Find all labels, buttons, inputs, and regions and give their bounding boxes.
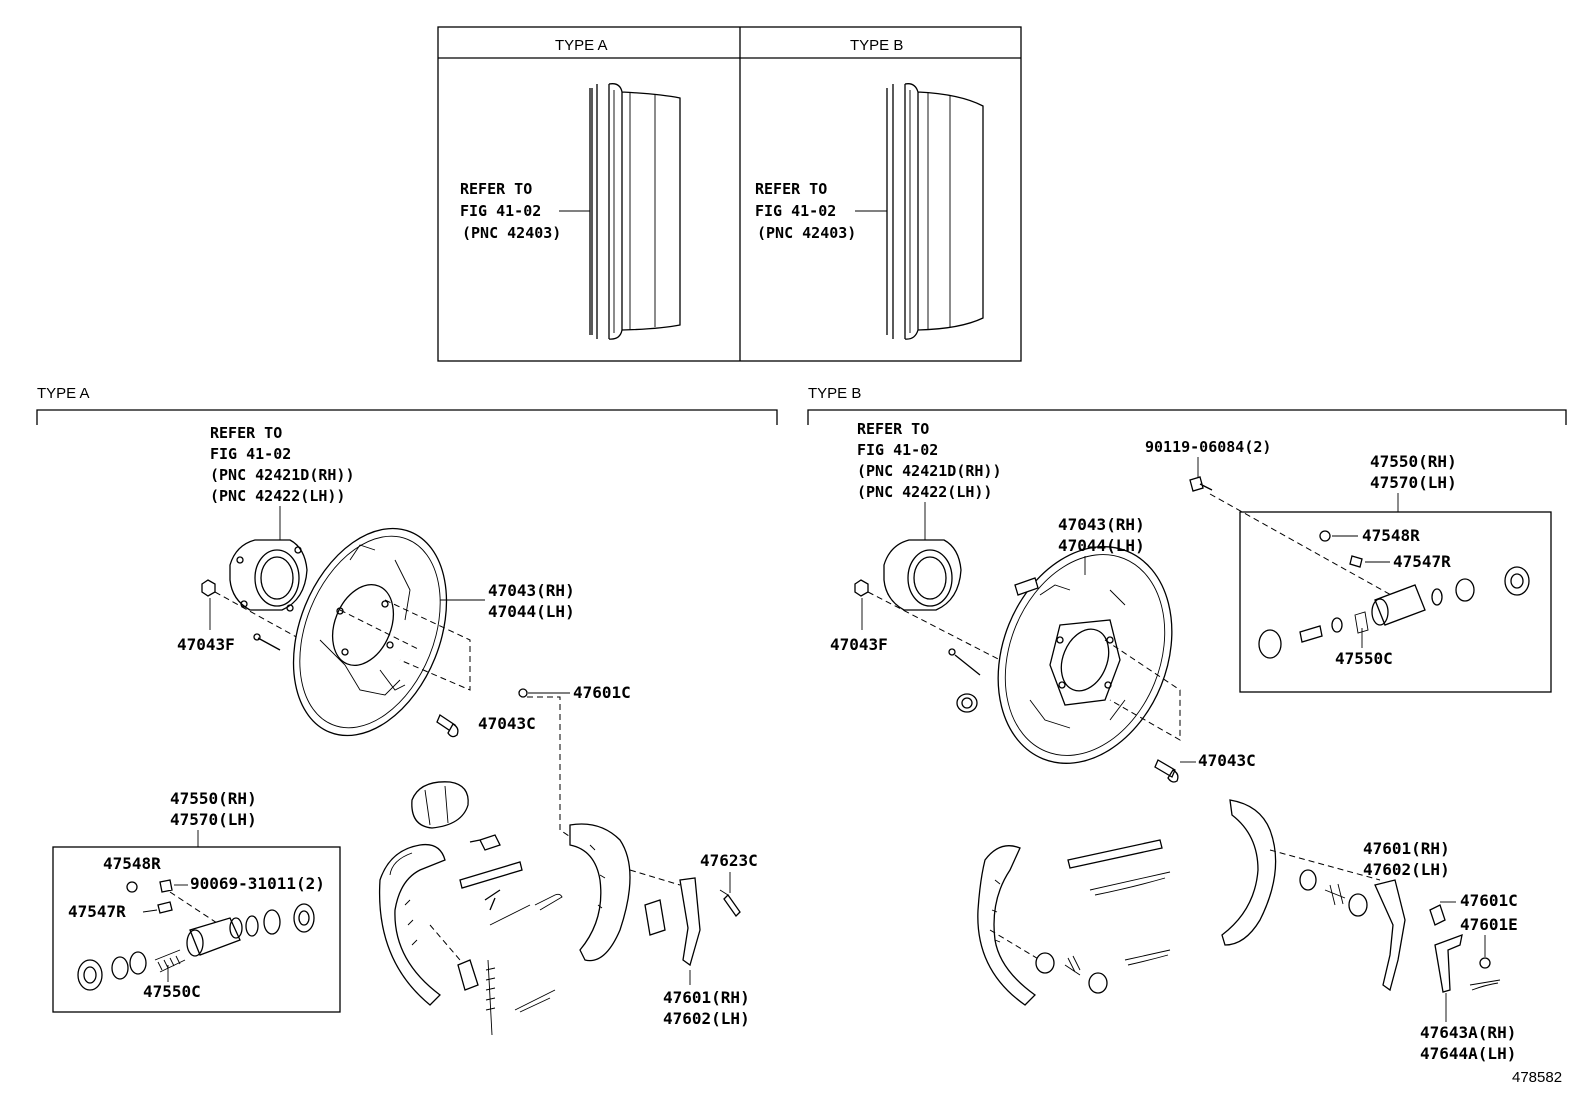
c-clip-a xyxy=(518,688,528,698)
bolt-90119-b xyxy=(1189,476,1213,492)
label-47547r-a: 47547R xyxy=(68,902,126,921)
top-a-ref-1: REFER TO xyxy=(460,180,532,198)
label-47044lh-b: 47044(LH) xyxy=(1058,536,1145,555)
label-47043f-a: 47043F xyxy=(177,635,235,654)
label-47601rh-a: 47601(RH) xyxy=(663,988,750,1007)
type-a-header: TYPE A xyxy=(37,385,90,402)
label-47547r-b: 47547R xyxy=(1393,552,1451,571)
label-47602lh-b: 47602(LH) xyxy=(1363,860,1450,879)
label-47043c-b: 47043C xyxy=(1198,751,1256,770)
label-47601rh-b: 47601(RH) xyxy=(1363,839,1450,858)
type-a-ref-2: FIG 41-02 xyxy=(210,445,291,463)
nut-47043f-a xyxy=(201,579,216,597)
label-47043rh-a: 47043(RH) xyxy=(488,581,575,600)
label-47570lh-a: 47570(LH) xyxy=(170,810,257,829)
label-47548r-a: 47548R xyxy=(103,854,161,873)
label-90069-a: 90069-31011(2) xyxy=(190,874,325,893)
label-47550rh-a: 47550(RH) xyxy=(170,789,257,808)
top-a-ref-2: FIG 41-02 xyxy=(460,202,541,220)
label-47043rh-b: 47043(RH) xyxy=(1058,515,1145,534)
brake-drum-type-b xyxy=(886,83,984,340)
brake-shoes-b xyxy=(977,799,1501,1006)
type-b-ref-2: FIG 41-02 xyxy=(857,441,938,459)
type-b-ref-1: REFER TO xyxy=(857,420,929,438)
type-a-ref-1: REFER TO xyxy=(210,424,282,442)
type-b-header: TYPE B xyxy=(808,385,861,402)
wheel-cylinder-box-a xyxy=(52,846,341,1013)
label-47548r-b: 47548R xyxy=(1362,526,1420,545)
type-b-ref-4: (PNC 42422(LH)) xyxy=(857,483,992,501)
type-a-section: TYPE A REFER TO FIG 41-02 (PNC 42421D(RH… xyxy=(36,385,778,1036)
type-b-section: TYPE B REFER TO FIG 41-02 (PNC 42421D(RH… xyxy=(807,385,1567,1063)
label-47550rh-b: 47550(RH) xyxy=(1370,452,1457,471)
label-47602lh-a: 47602(LH) xyxy=(663,1009,750,1028)
top-type-b-header: TYPE B xyxy=(850,37,903,54)
label-47550c-a: 47550C xyxy=(143,982,201,1001)
label-47623c-a: 47623C xyxy=(700,851,758,870)
wheel-cylinder-box-b xyxy=(1239,511,1552,693)
type-a-ref-3: (PNC 42421D(RH)) xyxy=(210,466,355,484)
figure-id: 478582 xyxy=(1512,1069,1562,1086)
label-47644alh-b: 47644A(LH) xyxy=(1420,1044,1516,1063)
top-b-ref-2: FIG 41-02 xyxy=(755,202,836,220)
label-47601c-b: 47601C xyxy=(1460,891,1518,910)
label-90119-b: 90119-06084(2) xyxy=(1145,438,1271,456)
label-47643arh-b: 47643A(RH) xyxy=(1420,1023,1516,1042)
top-b-ref-3: (PNC 42403) xyxy=(757,224,856,242)
backing-plate-a xyxy=(292,527,448,737)
label-47570lh-b: 47570(LH) xyxy=(1370,473,1457,492)
drum-reference-panel: TYPE A TYPE B REFER TO FIG 41-02 (PNC 42… xyxy=(437,26,1022,362)
top-b-ref-1: REFER TO xyxy=(755,180,827,198)
backing-plate-b xyxy=(997,546,1173,764)
brake-shoes-a xyxy=(378,781,701,1036)
hub-bearing-a xyxy=(229,539,308,612)
label-47550c-b: 47550C xyxy=(1335,649,1393,668)
type-b-ref-3: (PNC 42421D(RH)) xyxy=(857,462,1002,480)
label-47601c-a: 47601C xyxy=(573,683,631,702)
top-a-ref-3: (PNC 42403) xyxy=(462,224,561,242)
nut-47043f-b xyxy=(854,579,869,597)
label-47043f-b: 47043F xyxy=(830,635,888,654)
wheel-cylinder-a xyxy=(77,903,315,991)
label-47043c-a: 47043C xyxy=(478,714,536,733)
label-47601e-b: 47601E xyxy=(1460,915,1518,934)
label-47044lh-a: 47044(LH) xyxy=(488,602,575,621)
bolt-47043c-a xyxy=(436,714,459,738)
type-a-ref-4: (PNC 42422(LH)) xyxy=(210,487,345,505)
top-type-a-header: TYPE A xyxy=(555,37,608,54)
bolt-47043c-b xyxy=(1154,759,1179,783)
hub-bearing-b xyxy=(883,539,962,611)
wheel-cylinder-b xyxy=(1258,566,1530,659)
brake-drum-type-a xyxy=(589,83,681,340)
